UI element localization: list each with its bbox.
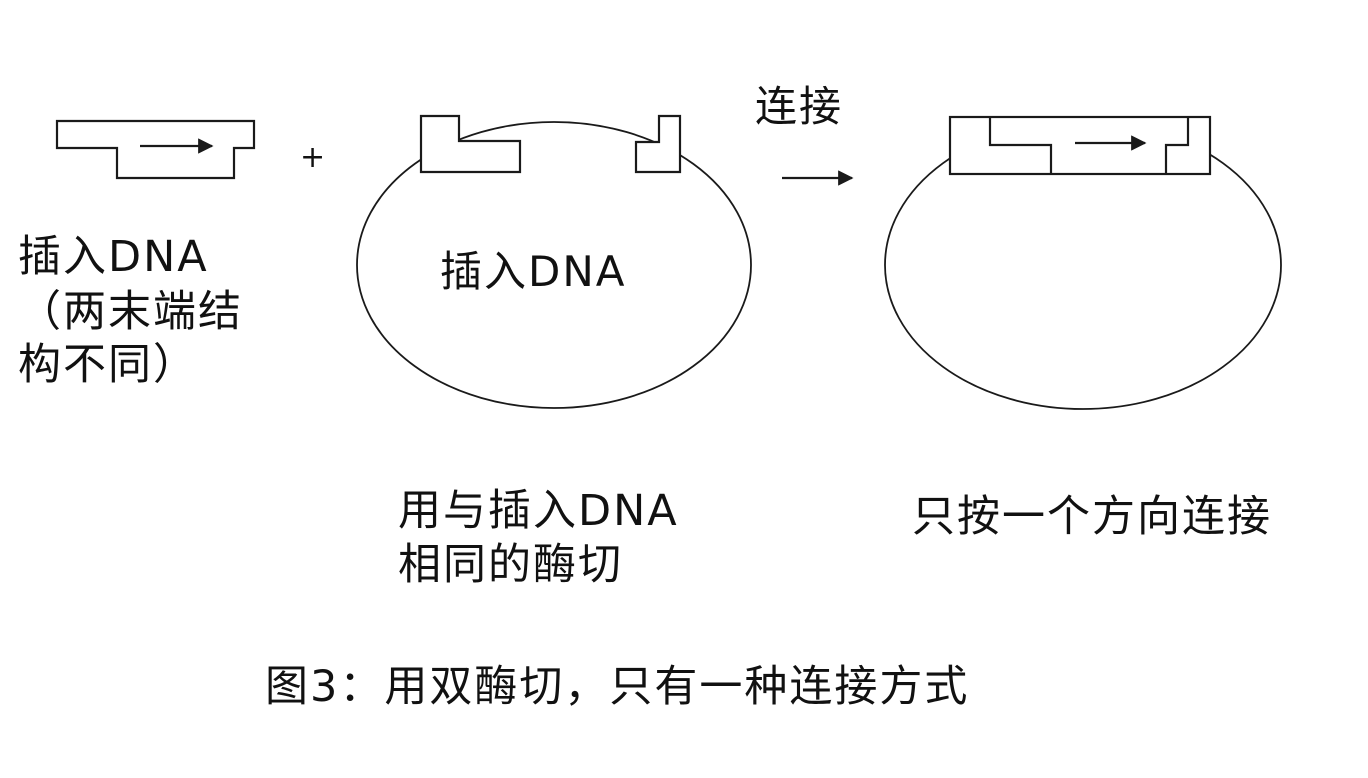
result-caption: 只按一个方向连接 <box>912 492 1272 542</box>
insert-dna-fragment <box>55 119 256 180</box>
plasmid-ring <box>356 121 752 409</box>
ligation-label: 连接 <box>755 82 844 131</box>
ring-label-insert-dna: 插入DNA <box>440 247 627 296</box>
cut-caption-cont: 相同的酶切 <box>398 540 623 590</box>
plus-sign: + <box>300 140 328 175</box>
vector-cut-end-right <box>634 114 682 174</box>
cut-caption: 用与插入DNA <box>398 486 679 536</box>
insert-dna-note-cont: 构不同） <box>18 340 198 390</box>
recombinant-plasmid <box>884 115 1282 410</box>
vector-cut-end-left <box>419 114 522 174</box>
figure-caption: 图3：用双酶切，只有一种连接方式 <box>265 662 970 712</box>
insert-dna-note: （两末端结 <box>18 287 243 337</box>
insert-dna-label: 插入DNA <box>18 232 209 282</box>
vector-plasmid <box>356 114 752 409</box>
